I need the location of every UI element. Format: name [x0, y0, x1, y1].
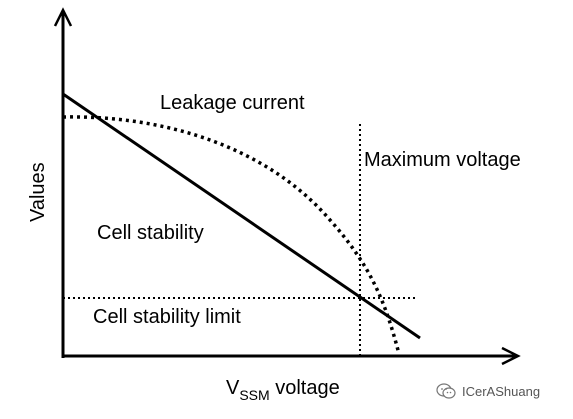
leakage-current-label: Leakage current	[160, 92, 305, 114]
cell-stability-line	[62, 92, 421, 340]
maximum-voltage-label: Maximum voltage	[364, 149, 521, 171]
watermark-text: ICerAShuang	[462, 383, 541, 399]
y-axis-arrowhead	[53, 7, 73, 27]
x-axis-arrowhead	[501, 346, 521, 366]
x-axis-label: VSSM voltage	[226, 377, 340, 402]
watermark: ICerAShuang	[436, 383, 540, 399]
cell-stability-label: Cell stability	[97, 222, 204, 244]
x-axis-label-main: V	[226, 377, 240, 399]
cell-stability-limit-label: Cell stability limit	[93, 306, 241, 328]
leakage-current-curve	[62, 115, 401, 355]
x-axis-label-rest: voltage	[269, 377, 340, 399]
x-axis-label-subscript: SSM	[239, 387, 270, 403]
y-axis-label: Values	[27, 162, 49, 222]
wechat-icon	[436, 383, 456, 399]
